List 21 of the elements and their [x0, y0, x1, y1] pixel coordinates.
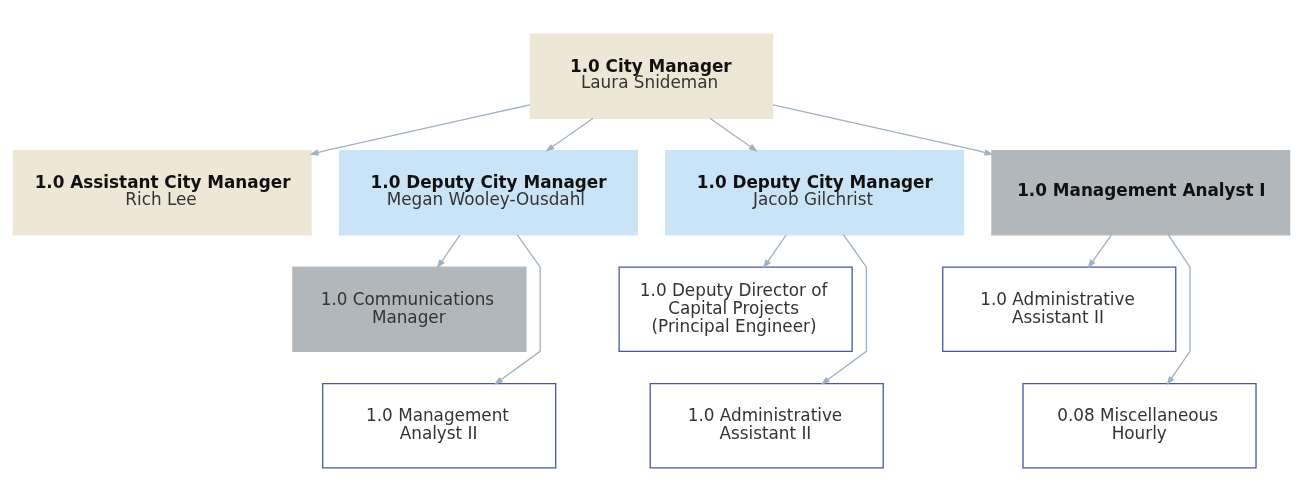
arrow	[820, 234, 868, 385]
arrow	[763, 234, 787, 269]
arrow	[309, 104, 531, 156]
node-box: 1.0 Deputy City Manager Jacob Gilchrist	[665, 150, 965, 236]
node-box: 1.0 Communications Manager	[292, 266, 527, 352]
node-box: 1.0 Deputy City Manager Megan Wooley-Ousdahl	[338, 150, 638, 236]
arrow	[494, 234, 541, 385]
arrow	[1087, 234, 1112, 269]
node-box: 1.0 Deputy Director of Capital Projects (Principal Engineer)	[618, 266, 853, 352]
node-box: 1.0 Administrative Assistant II	[942, 266, 1177, 352]
arrow	[1166, 234, 1191, 386]
arrow	[436, 234, 461, 269]
node-box: 1.0 Management Analyst I	[991, 150, 1291, 236]
arrow	[772, 104, 994, 156]
node-box: 1.0 Administrative Assistant II	[649, 383, 884, 469]
node-box: 0.08 Miscellaneous Hourly	[1022, 383, 1257, 469]
node-box: 1.0 Management Analyst II	[322, 383, 557, 469]
arrow	[545, 117, 594, 152]
node-box: 1.0 City Manager Laura Snideman	[529, 33, 774, 119]
node-box: 1.0 Assistant City Manager Rich Lee	[12, 150, 312, 236]
arrow	[709, 117, 758, 152]
